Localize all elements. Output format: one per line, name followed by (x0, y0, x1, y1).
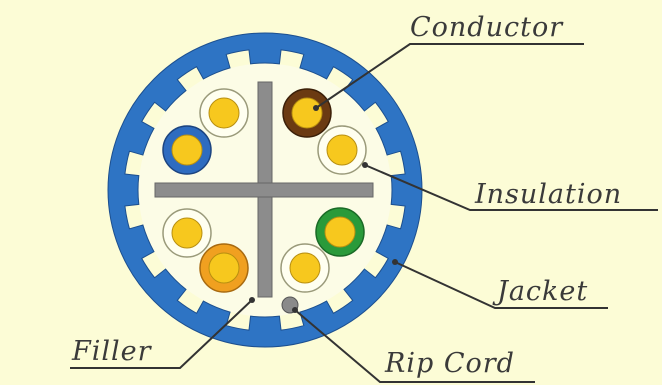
conductor-label: Conductor (410, 12, 564, 43)
jacket-leader-line (394, 261, 608, 309)
wire-white-brown (317, 125, 367, 175)
filler-leader-dot (249, 297, 255, 303)
jacket-ring (107, 32, 423, 348)
conductor-leader-line (315, 43, 584, 109)
filler-horizontal-bar (154, 182, 374, 198)
filler-cross (154, 81, 374, 298)
wire-white-orange (162, 208, 212, 258)
conductor-core (171, 134, 203, 166)
insulation-leader-dot (362, 162, 368, 168)
wire-green (315, 207, 365, 257)
filler-label: Filler (71, 336, 153, 367)
rip-cord-leader-dot (292, 307, 298, 313)
conductor-core (324, 216, 356, 248)
leader-lines (70, 43, 658, 383)
conductor-core (291, 97, 323, 129)
conductor-core (289, 252, 321, 284)
wire-white-blue (199, 88, 249, 138)
wire-brown (282, 88, 332, 138)
wire-white-green (280, 243, 330, 293)
conductor-leader-dot (313, 105, 319, 111)
wire-orange (199, 243, 249, 293)
jacket-leader-dot (392, 259, 398, 265)
leader-line-ends (249, 105, 398, 313)
jacket-label: Jacket (492, 276, 588, 307)
conductor-core (208, 252, 240, 284)
rip-cord-leader-line (294, 309, 535, 383)
conductor-core (171, 217, 203, 249)
insulation-label: Insulation (474, 179, 622, 210)
insulation-leader-line (364, 164, 658, 211)
wire-blue (162, 125, 212, 175)
filler-leader-line (70, 299, 253, 369)
conductor-core (208, 97, 240, 129)
conductor-core (326, 134, 358, 166)
rip-cord-label: Rip Cord (384, 348, 515, 379)
